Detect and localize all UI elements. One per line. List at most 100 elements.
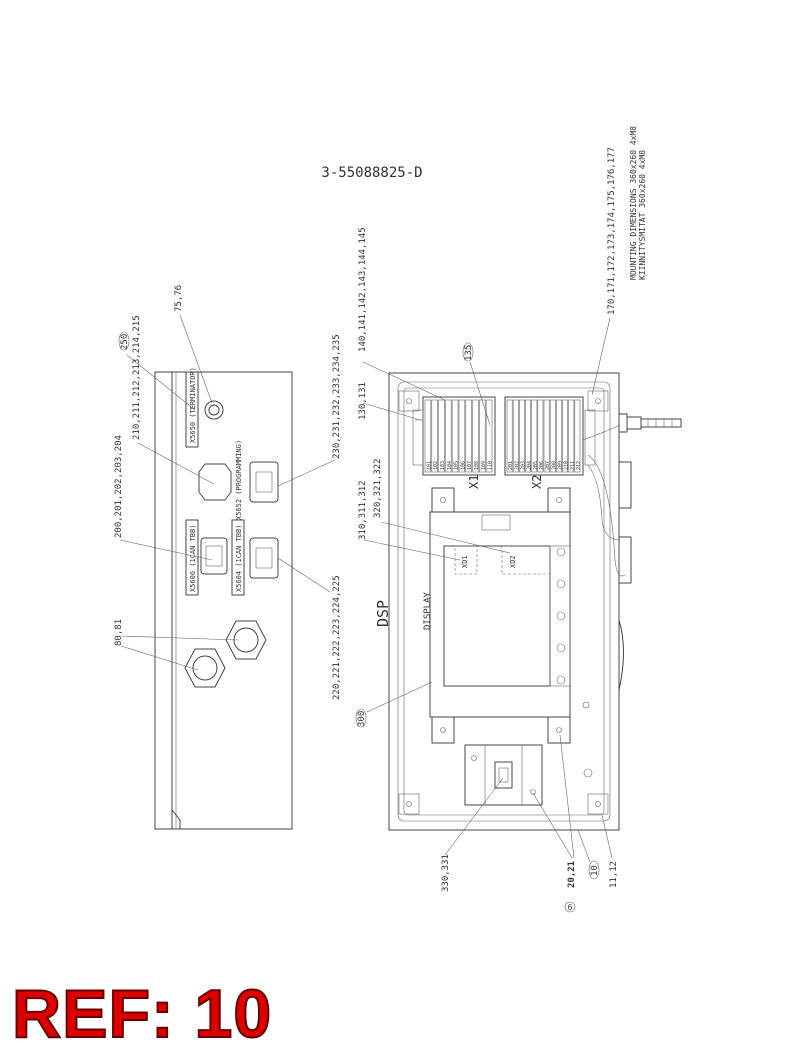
leader-line [126, 354, 196, 411]
terminal [568, 399, 575, 473]
corner-mount [587, 390, 609, 412]
antenna-connector-body [626, 416, 642, 430]
terminal-number: 201 [508, 461, 514, 470]
leader-line [577, 829, 591, 863]
cable-gland-icon [225, 620, 267, 660]
callout-10: 10 [590, 865, 600, 876]
x5606-label-box [185, 519, 199, 596]
terminal [445, 399, 452, 473]
display-button[interactable] [556, 611, 566, 621]
terminal-number: 205 [533, 461, 539, 470]
cable-gland-inner [192, 655, 218, 681]
ground-point [582, 701, 590, 709]
terminal [562, 399, 568, 473]
corner-mount [398, 390, 420, 412]
terminal-number: 206 [539, 461, 545, 470]
x1-label: X1 [467, 475, 481, 489]
leader-line [380, 521, 511, 554]
xd1-outline [454, 545, 478, 575]
terminal [472, 399, 479, 473]
screw-icon [530, 789, 536, 795]
leader-line [120, 635, 239, 641]
leader-line [532, 792, 573, 859]
callout-130: 130,131 [358, 382, 368, 420]
programming-port-210 [198, 463, 232, 501]
terminal [512, 399, 519, 473]
callout-6: 6 [568, 903, 573, 912]
terminal [531, 399, 538, 473]
dsp-label: DSP [374, 600, 392, 627]
display-button[interactable] [556, 675, 566, 685]
wire [587, 454, 626, 577]
leader-line [277, 557, 331, 593]
callout-75: 75,76 [174, 285, 184, 312]
display-button-column [549, 545, 571, 687]
display-button[interactable] [556, 547, 566, 557]
terminal-number: 107 [467, 461, 473, 470]
cable-entry [618, 461, 632, 509]
wire [582, 424, 621, 441]
terminal-block-x2 [504, 396, 584, 476]
x5604-label: X5604 (1CAN TBB) [235, 525, 243, 592]
screw-icon [556, 727, 562, 733]
bottom-connector-330-inner [498, 767, 509, 783]
xd2-label: XD2 [509, 555, 517, 568]
callout-20: 20,21 [567, 861, 577, 888]
terminal [465, 399, 472, 473]
leader-line [119, 539, 213, 561]
programming-port-230-inner [255, 471, 273, 493]
terminal [451, 399, 459, 473]
terminal-number: 208 [551, 461, 557, 470]
callout-210: 210,211,212,213,214,215 [132, 315, 142, 440]
leader-line [363, 539, 461, 561]
terminal-number: 211 [570, 461, 576, 470]
can-port-200-inner [205, 545, 223, 567]
leader-line [179, 314, 213, 404]
callout-230: 230,231,232,233,234,235 [332, 334, 342, 459]
display-button[interactable] [556, 579, 566, 589]
display-tab [481, 514, 511, 531]
display-bracket [547, 487, 571, 513]
callout-140: 140,141,142,143,144,145 [358, 227, 368, 352]
screw-icon [406, 398, 412, 404]
callout-220: 220,221,222,223,224,225 [332, 575, 342, 700]
terminal-number: 210 [564, 461, 570, 470]
screw-icon [440, 497, 446, 503]
terminal [537, 399, 544, 473]
terminal-number: 108 [474, 461, 480, 470]
screw-icon [556, 497, 562, 503]
x5604-label-box [231, 519, 245, 596]
terminal-number: 203 [520, 461, 526, 470]
ref-stamp: REF: 10 [11, 976, 273, 1052]
antenna-connector-icon [640, 418, 682, 428]
ground-point [583, 768, 593, 778]
corner-mount [398, 793, 420, 815]
leader-line [591, 317, 611, 396]
terminal-number: 103 [440, 461, 446, 470]
terminal [438, 399, 445, 473]
x5606-label: X5606 (1CAN TBB) [189, 525, 197, 592]
leader-line [469, 361, 491, 426]
terminal-number: 212 [576, 461, 582, 470]
terminal-number: 204 [527, 461, 533, 470]
leader-line [277, 459, 336, 487]
corner-mount [587, 793, 609, 815]
leader-line [137, 442, 215, 485]
screw-icon [595, 398, 601, 404]
callout-250-circle [118, 331, 130, 351]
callout-300-circle [355, 708, 367, 728]
terminal [549, 399, 556, 473]
din-rail-end [584, 409, 596, 466]
terminal-number: 209 [557, 461, 563, 470]
enclosure-inner [403, 387, 605, 816]
leader-line [444, 777, 504, 856]
callout-135-circle [462, 342, 474, 362]
screw-icon [595, 801, 601, 807]
terminal [574, 399, 581, 473]
terminal [485, 399, 493, 473]
display-button[interactable] [556, 643, 566, 653]
terminal-number: 202 [514, 461, 520, 470]
mounting-note-line1: MOUNTING DIMENSIONS 360x260 4xM8 [629, 126, 638, 280]
side-view: X5650 (TERMINATOR) X5652 (PROGRAMMING) X… [154, 367, 293, 830]
